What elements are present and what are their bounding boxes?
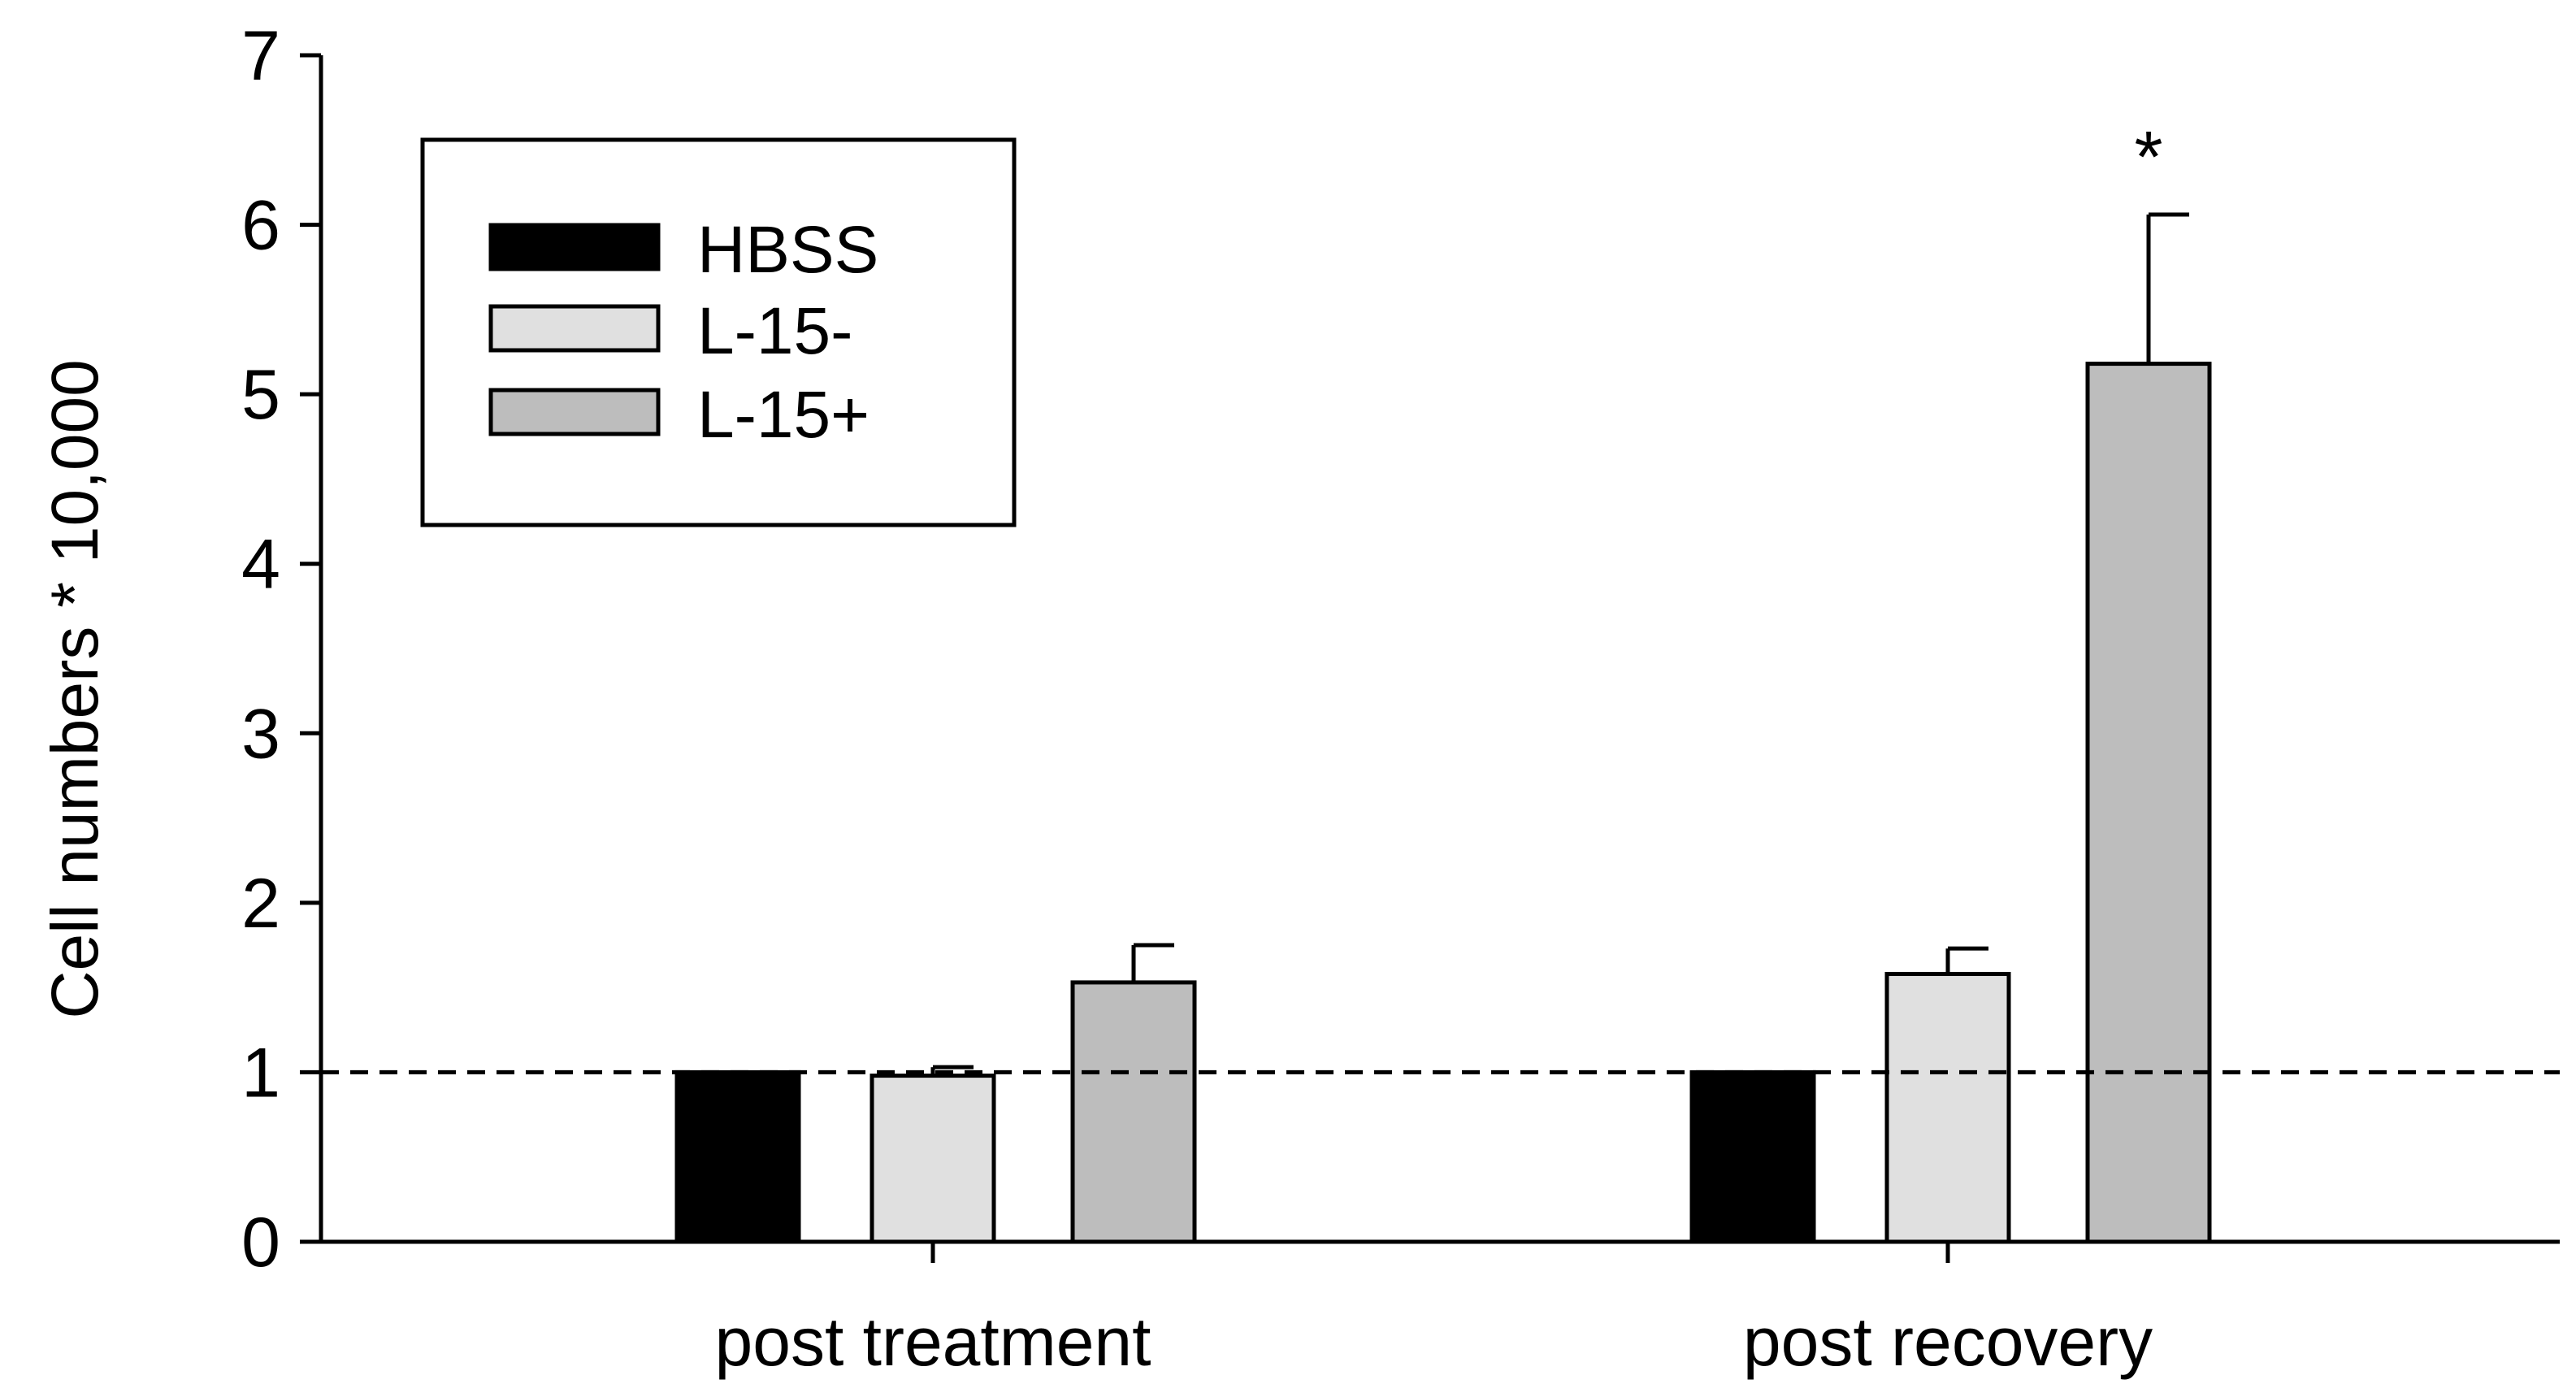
x-tick-label: post recovery <box>1743 1304 2153 1380</box>
axes-layer: 0 1 2 3 4 5 6 7 post treatment post recovery <box>241 17 2560 1380</box>
bar <box>1070 980 1197 1244</box>
bars-layer: * <box>674 117 2212 1244</box>
bar <box>1884 971 2011 1244</box>
y-tick-label: 0 <box>241 1204 280 1282</box>
y-tick-label: 2 <box>241 865 280 943</box>
legend-swatch <box>488 388 661 436</box>
bar <box>1689 1069 1816 1244</box>
y-tick-label: 3 <box>241 695 280 773</box>
bar <box>870 1074 996 1244</box>
y-tick-label: 1 <box>241 1034 280 1112</box>
bar <box>2085 362 2212 1244</box>
y-axis-label: Cell numbers * 10,000 <box>38 359 112 1018</box>
legend-swatch <box>488 223 661 271</box>
legend-label: L-15+ <box>697 378 870 452</box>
y-tick-label: 7 <box>241 17 280 95</box>
bar <box>674 1069 801 1244</box>
y-tick-label: 5 <box>241 356 280 434</box>
x-tick-label: post treatment <box>715 1304 1151 1380</box>
y-tick-label: 6 <box>241 187 280 265</box>
legend-swatch <box>488 304 661 353</box>
legend-label: L-15- <box>697 294 852 368</box>
legend-label: HBSS <box>697 213 878 287</box>
significance-marker: * <box>2134 117 2162 198</box>
y-tick-label: 4 <box>241 526 280 604</box>
